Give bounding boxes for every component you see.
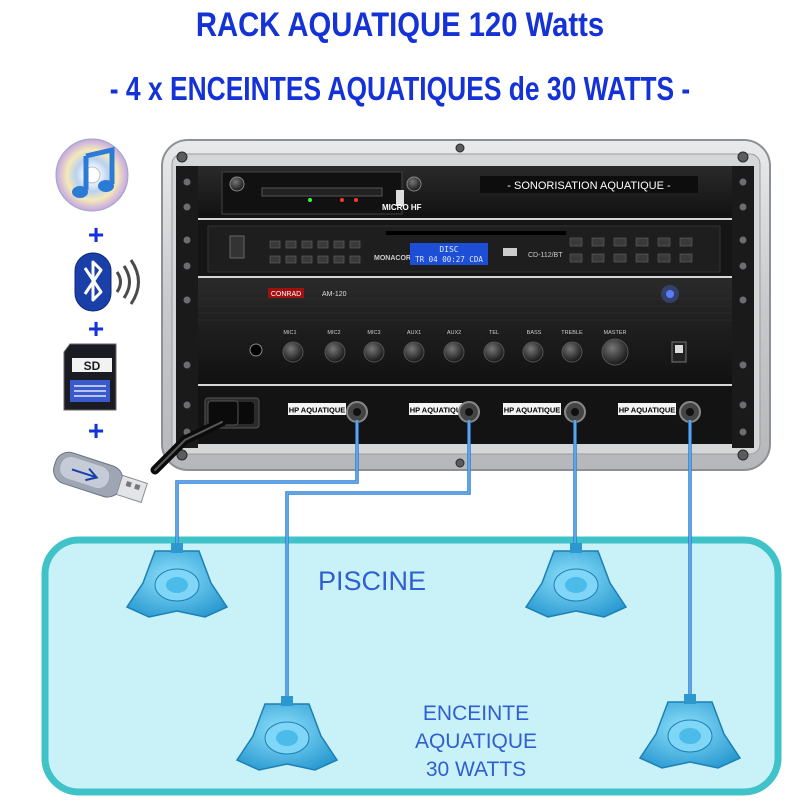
plus-sign: + [88, 313, 104, 344]
sd-card-icon: SD [63, 343, 117, 411]
page-subtitle: - 4 x ENCEINTES AQUATIQUES de 30 WATTS - [109, 70, 691, 107]
knob-label: TEL [489, 330, 499, 336]
knob-treble: TREBLE [561, 330, 583, 363]
output-1: HP AQUATIQUE [288, 401, 368, 423]
usb-key-icon [53, 451, 148, 504]
knob-label: AUX2 [447, 330, 461, 336]
knob-label: MIC3 [367, 330, 380, 336]
output-label: HP AQUATIQUE [410, 406, 467, 415]
page-title: RACK AQUATIQUE 120 Watts [195, 6, 605, 44]
svg-text:SD: SD [84, 359, 101, 373]
bluetooth-icon [74, 252, 140, 312]
plus-sign: + [88, 219, 104, 250]
knob-aux2: AUX2 [443, 330, 465, 363]
output-label: HP AQUATIQUE [289, 406, 346, 415]
rack-banner: - SONORISATION AQUATIQUE - [507, 180, 671, 192]
knob-mic1: MIC1 [282, 330, 304, 363]
knob-master: MASTER [601, 330, 629, 366]
rack-unit-micro: MICRO HF - SONORISATION AQUATIQUE - [198, 166, 732, 218]
speaker-caption-line-1: ENCEINTE [423, 702, 529, 725]
amp-brand: CONRAD [271, 291, 301, 298]
knob-mic2: MIC2 [324, 330, 346, 363]
knob-aux1: AUX1 [403, 330, 425, 363]
output-label: HP AQUATIQUE [504, 406, 561, 415]
amp-model: AM-120 [322, 291, 347, 298]
knob-label: TREBLE [561, 330, 583, 336]
music-cd-icon [55, 138, 129, 212]
player-model: CD-112/BT [528, 252, 563, 259]
knob-label: AUX1 [407, 330, 421, 336]
knob-label: MASTER [604, 330, 627, 336]
player-brand: MONACOR [374, 255, 411, 262]
speaker-cables-highlight [176, 420, 691, 705]
plus-sign: + [88, 415, 104, 446]
micro-label: MICRO HF [382, 203, 422, 212]
knob-label: MIC1 [283, 330, 296, 336]
output-label: HP AQUATIQUE [619, 406, 676, 415]
speaker-3 [235, 696, 339, 771]
knob-label: BASS [527, 330, 542, 336]
power-cable [150, 400, 239, 475]
speaker-caption-line-3: 30 WATTS [426, 758, 526, 781]
knob-label: MIC2 [327, 330, 340, 336]
knob-bass: BASS [522, 330, 544, 363]
output-3: HP AQUATIQUE [503, 401, 586, 423]
lcd-line-2: TR 04 00:27 CDA [415, 255, 483, 264]
rack-unit-amplifier: CONRAD AM-120 MIC1 MIC2 MIC3 AUX1 AUX2 T… [198, 278, 732, 384]
lcd-line-1: DISC [439, 245, 458, 254]
speaker-2 [524, 543, 628, 618]
output-4: HP AQUATIQUE [618, 401, 701, 423]
speaker-4 [638, 694, 742, 769]
knob-tel: TEL [483, 330, 505, 363]
rack-unit-cd-player: MONACOR DISC TR 04 00:27 CDA CD-112/BT [198, 220, 732, 276]
pool-label: PISCINE [318, 566, 426, 596]
speaker-1 [125, 543, 229, 618]
knob-mic3: MIC3 [363, 330, 385, 363]
speaker-caption-line-2: AQUATIQUE [415, 730, 537, 753]
output-2: HP AQUATIQUE [409, 401, 480, 423]
